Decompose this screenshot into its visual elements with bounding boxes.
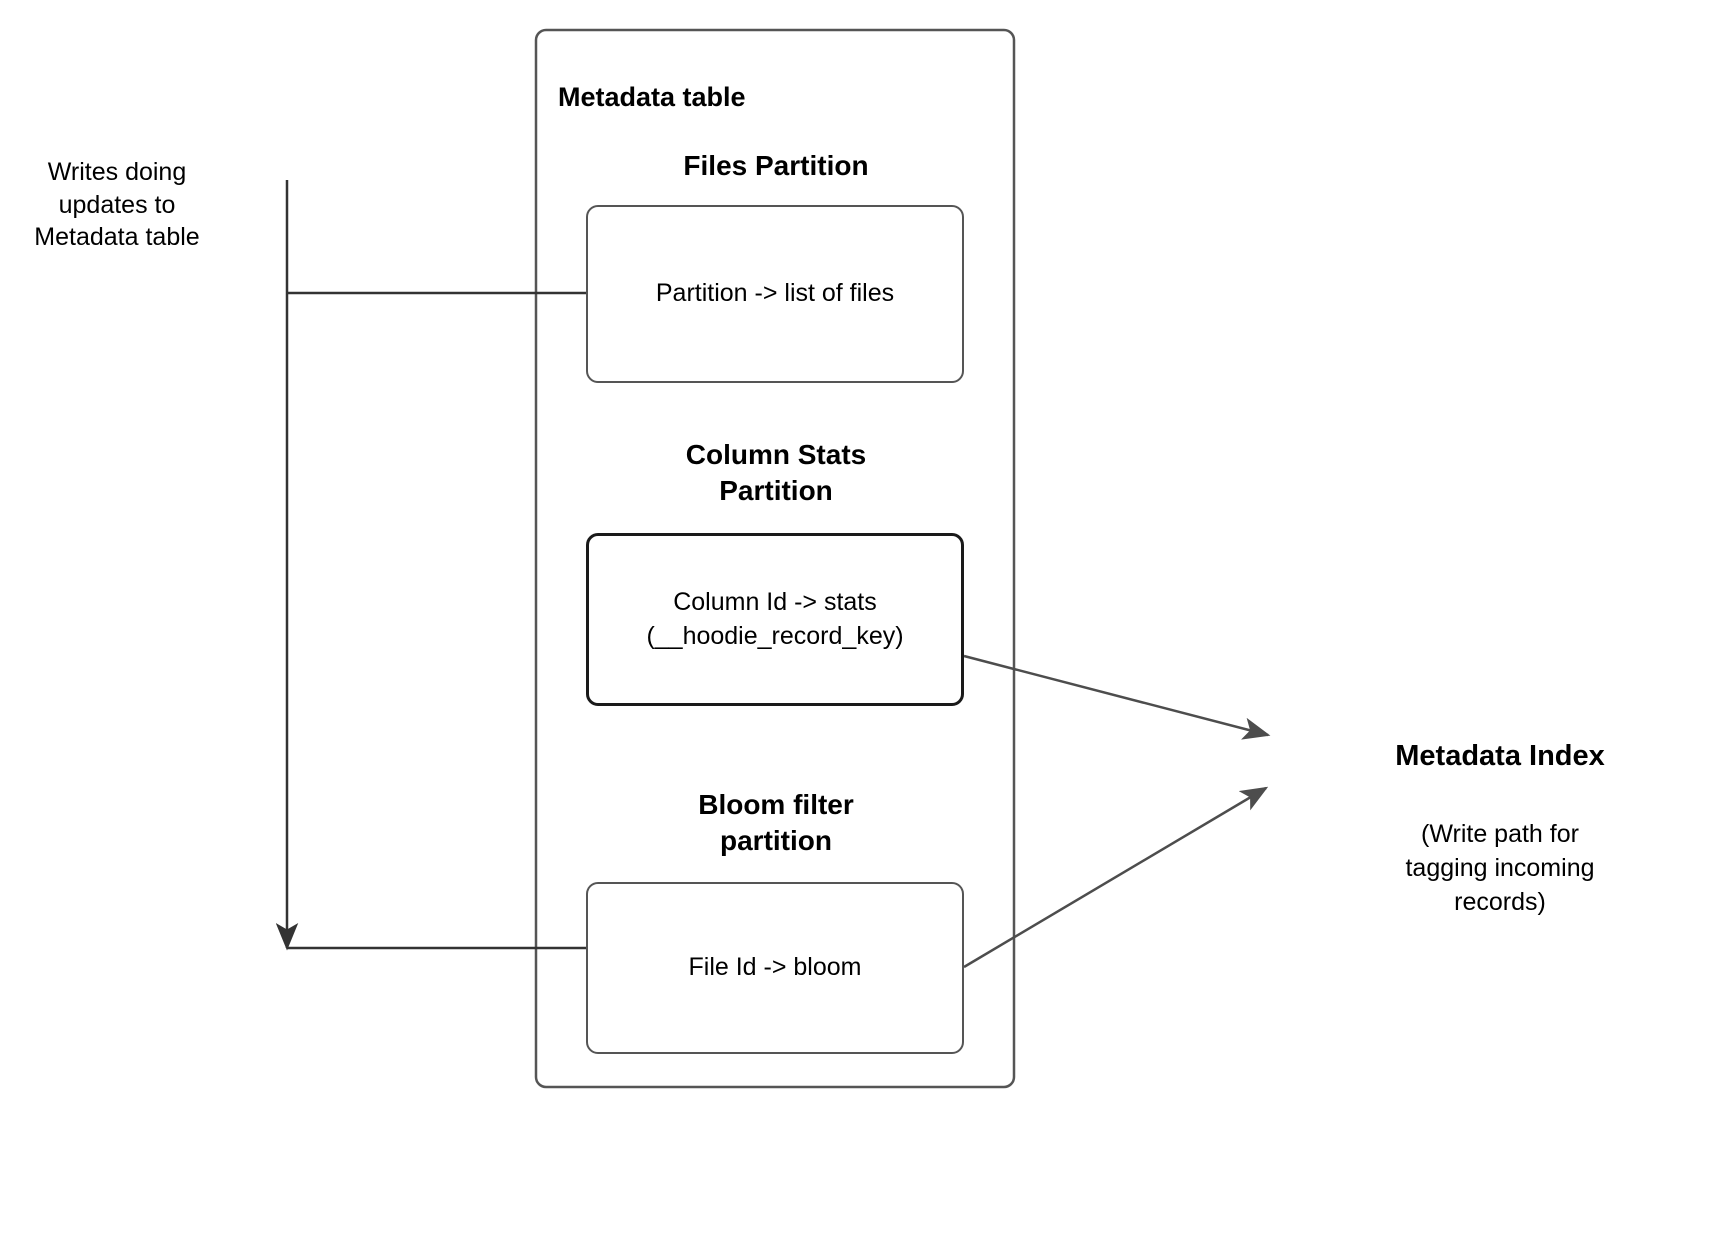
metadata-table-title: Metadata table <box>558 82 746 112</box>
column-stats-to-index-arrow <box>963 654 1271 740</box>
files-partition-box[interactable]: Partition -> list of files <box>586 205 964 383</box>
bloom-filter-partition-box[interactable]: File Id -> bloom <box>586 882 964 1054</box>
column-stats-partition-box[interactable]: Column Id -> stats (__hoodie_record_key) <box>586 533 964 706</box>
writes-source-label: Writes doing updates to Metadata table <box>34 158 200 251</box>
bloom-filter-partition-box-text: File Id -> bloom <box>688 953 862 982</box>
metadata-index-title: Metadata Index <box>1395 740 1605 772</box>
metadata-index-caption: (Write path for tagging incoming records… <box>1405 820 1595 916</box>
files-partition-title: Files Partition <box>683 150 869 181</box>
bloom-to-index-arrow <box>963 786 1269 969</box>
files-partition-box-text: Partition -> list of files <box>655 279 895 308</box>
column-stats-partition-box-text: Column Id -> stats (__hoodie_record_key) <box>646 587 904 650</box>
column-stats-partition-title: Column Stats Partition <box>685 439 867 507</box>
bloom-filter-partition-title: Bloom filter partition <box>698 789 854 857</box>
